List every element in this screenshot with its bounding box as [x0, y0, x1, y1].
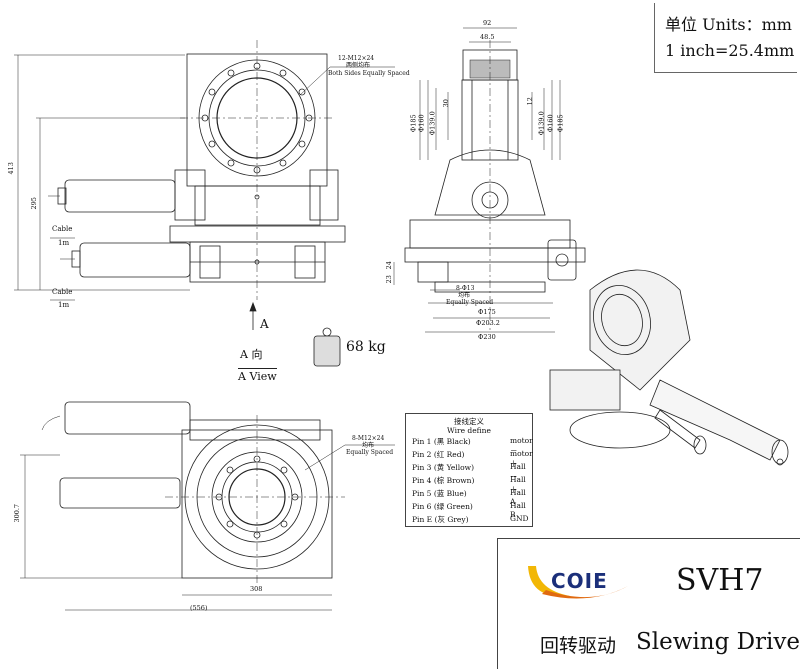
note-side-holes-en: Equally Spaced [446, 299, 494, 306]
note-side-holes-cn: 均布 [458, 292, 471, 299]
front-view [14, 40, 395, 330]
wire-pin: Pin E (灰 Grey) [412, 515, 469, 524]
units-line-2: 1 inch=25.4mm [665, 41, 795, 60]
wire-fn: Hall － [510, 462, 526, 481]
wire-pin: Pin 5 (蓝 Blue) [412, 489, 467, 498]
wire-row: Pin 1 (黑 Black) motor － [412, 436, 533, 455]
wire-row: Pin 6 (绿 Green) Hall B [412, 501, 528, 519]
wire-fn: motor － [510, 436, 533, 455]
brand-logo: COIE [551, 569, 608, 593]
side-view [393, 27, 586, 333]
note-top-bolts-spec: 12-M12×24 [338, 55, 375, 62]
dim-small-left: 30 [441, 99, 450, 108]
wire-pin: Pin 2 (红 Red) [412, 450, 465, 459]
brand-block: COIE SVH7 回转驱动 Slewing Drive [497, 538, 800, 669]
dim-left-dia-1: Φ185 [409, 114, 418, 133]
isometric-view [549, 269, 789, 466]
wire-fn: Hall B [510, 501, 526, 519]
wire-row: Pin 2 (红 Red) motor ＋ [412, 449, 533, 468]
wire-row: Pin 4 (棕 Brown) Hall ＋ [412, 475, 528, 494]
dim-side-h2: 24 [384, 261, 393, 270]
dim-bottom-height: 300.7 [13, 503, 22, 523]
note-side-holes-spec: 8-Φ13 [456, 285, 475, 292]
wire-row: Pin E (灰 Grey) GND [412, 514, 529, 524]
dim-side-top-width: 92 [483, 19, 492, 27]
wire-fn: Hall A [510, 488, 526, 506]
note-bottom-bolts-en: Equally Spaced [346, 449, 394, 456]
dim-left-dia-3: Φ139.0 [428, 111, 437, 136]
wire-pin: Pin 1 (黑 Black) [412, 437, 471, 446]
dim-right-dia-1: Φ139.0 [537, 111, 546, 136]
dim-bottom-w2: (556) [190, 604, 208, 612]
bottom-view [20, 401, 395, 611]
dim-d230: Φ230 [478, 333, 496, 341]
note-bottom-bolts-cn: 均布 [362, 442, 375, 449]
dim-right-dia-3: Φ185 [556, 114, 565, 133]
dim-side-inner-width: 48.5 [480, 33, 495, 41]
cable-len-2: 1m [58, 301, 70, 309]
product-name-cn: 回转驱动 [540, 635, 617, 657]
cable-len-1: 1m [58, 239, 70, 247]
dim-front-height: 413 [6, 162, 15, 175]
wire-fn: motor ＋ [510, 449, 533, 468]
product-name-en: Slewing Drive [636, 629, 800, 655]
dim-side-h1: 23 [384, 275, 393, 284]
note-top-bolts-cn: 两侧均布 [346, 62, 371, 69]
model-name: SVH7 [676, 563, 764, 598]
dim-right-dia-2: Φ160 [546, 114, 555, 133]
wire-fn: GND [510, 514, 529, 523]
dim-small-right: 12 [525, 97, 534, 106]
view-label-en: A View [238, 368, 277, 383]
wire-row: Pin 3 (黄 Yellow) Hall － [412, 462, 528, 481]
wire-title-cn: 接线定义 [454, 417, 484, 426]
wire-title-en: Wire define [447, 426, 491, 436]
dim-d175: Φ175 [478, 308, 496, 316]
arrow-a-label: A [260, 317, 269, 331]
weight-icon [313, 327, 341, 367]
view-label-cn: A 向 [240, 348, 263, 361]
wire-pin: Pin 4 (棕 Brown) [412, 476, 475, 485]
logo-swoosh-icon [528, 566, 628, 599]
dim-left-dia-2: Φ160 [417, 114, 426, 133]
wire-pin: Pin 3 (黄 Yellow) [412, 463, 475, 472]
cable-label-2: Cable [52, 288, 73, 296]
wire-row: Pin 5 (蓝 Blue) Hall A [412, 488, 528, 506]
units-line-1: 单位 Units：mm [665, 15, 792, 34]
dim-front-mid: 295 [29, 197, 38, 210]
wire-pin: Pin 6 (绿 Green) [412, 502, 473, 511]
dim-bottom-w1: 308 [250, 585, 263, 593]
note-top-bolts-en: Both Sides Equally Spaced [328, 70, 410, 77]
cable-label-1: Cable [52, 225, 73, 233]
dim-d203: Φ203.2 [476, 319, 500, 327]
units-box: 单位 Units：mm 1 inch=25.4mm [654, 3, 797, 73]
note-bottom-bolts-spec: 8-M12×24 [352, 435, 385, 442]
wire-define-table: 接线定义 Wire define Pin 1 (黑 Black)motor － … [405, 413, 533, 527]
wire-fn: Hall ＋ [510, 475, 526, 494]
weight-label: 68 kg [346, 339, 386, 355]
